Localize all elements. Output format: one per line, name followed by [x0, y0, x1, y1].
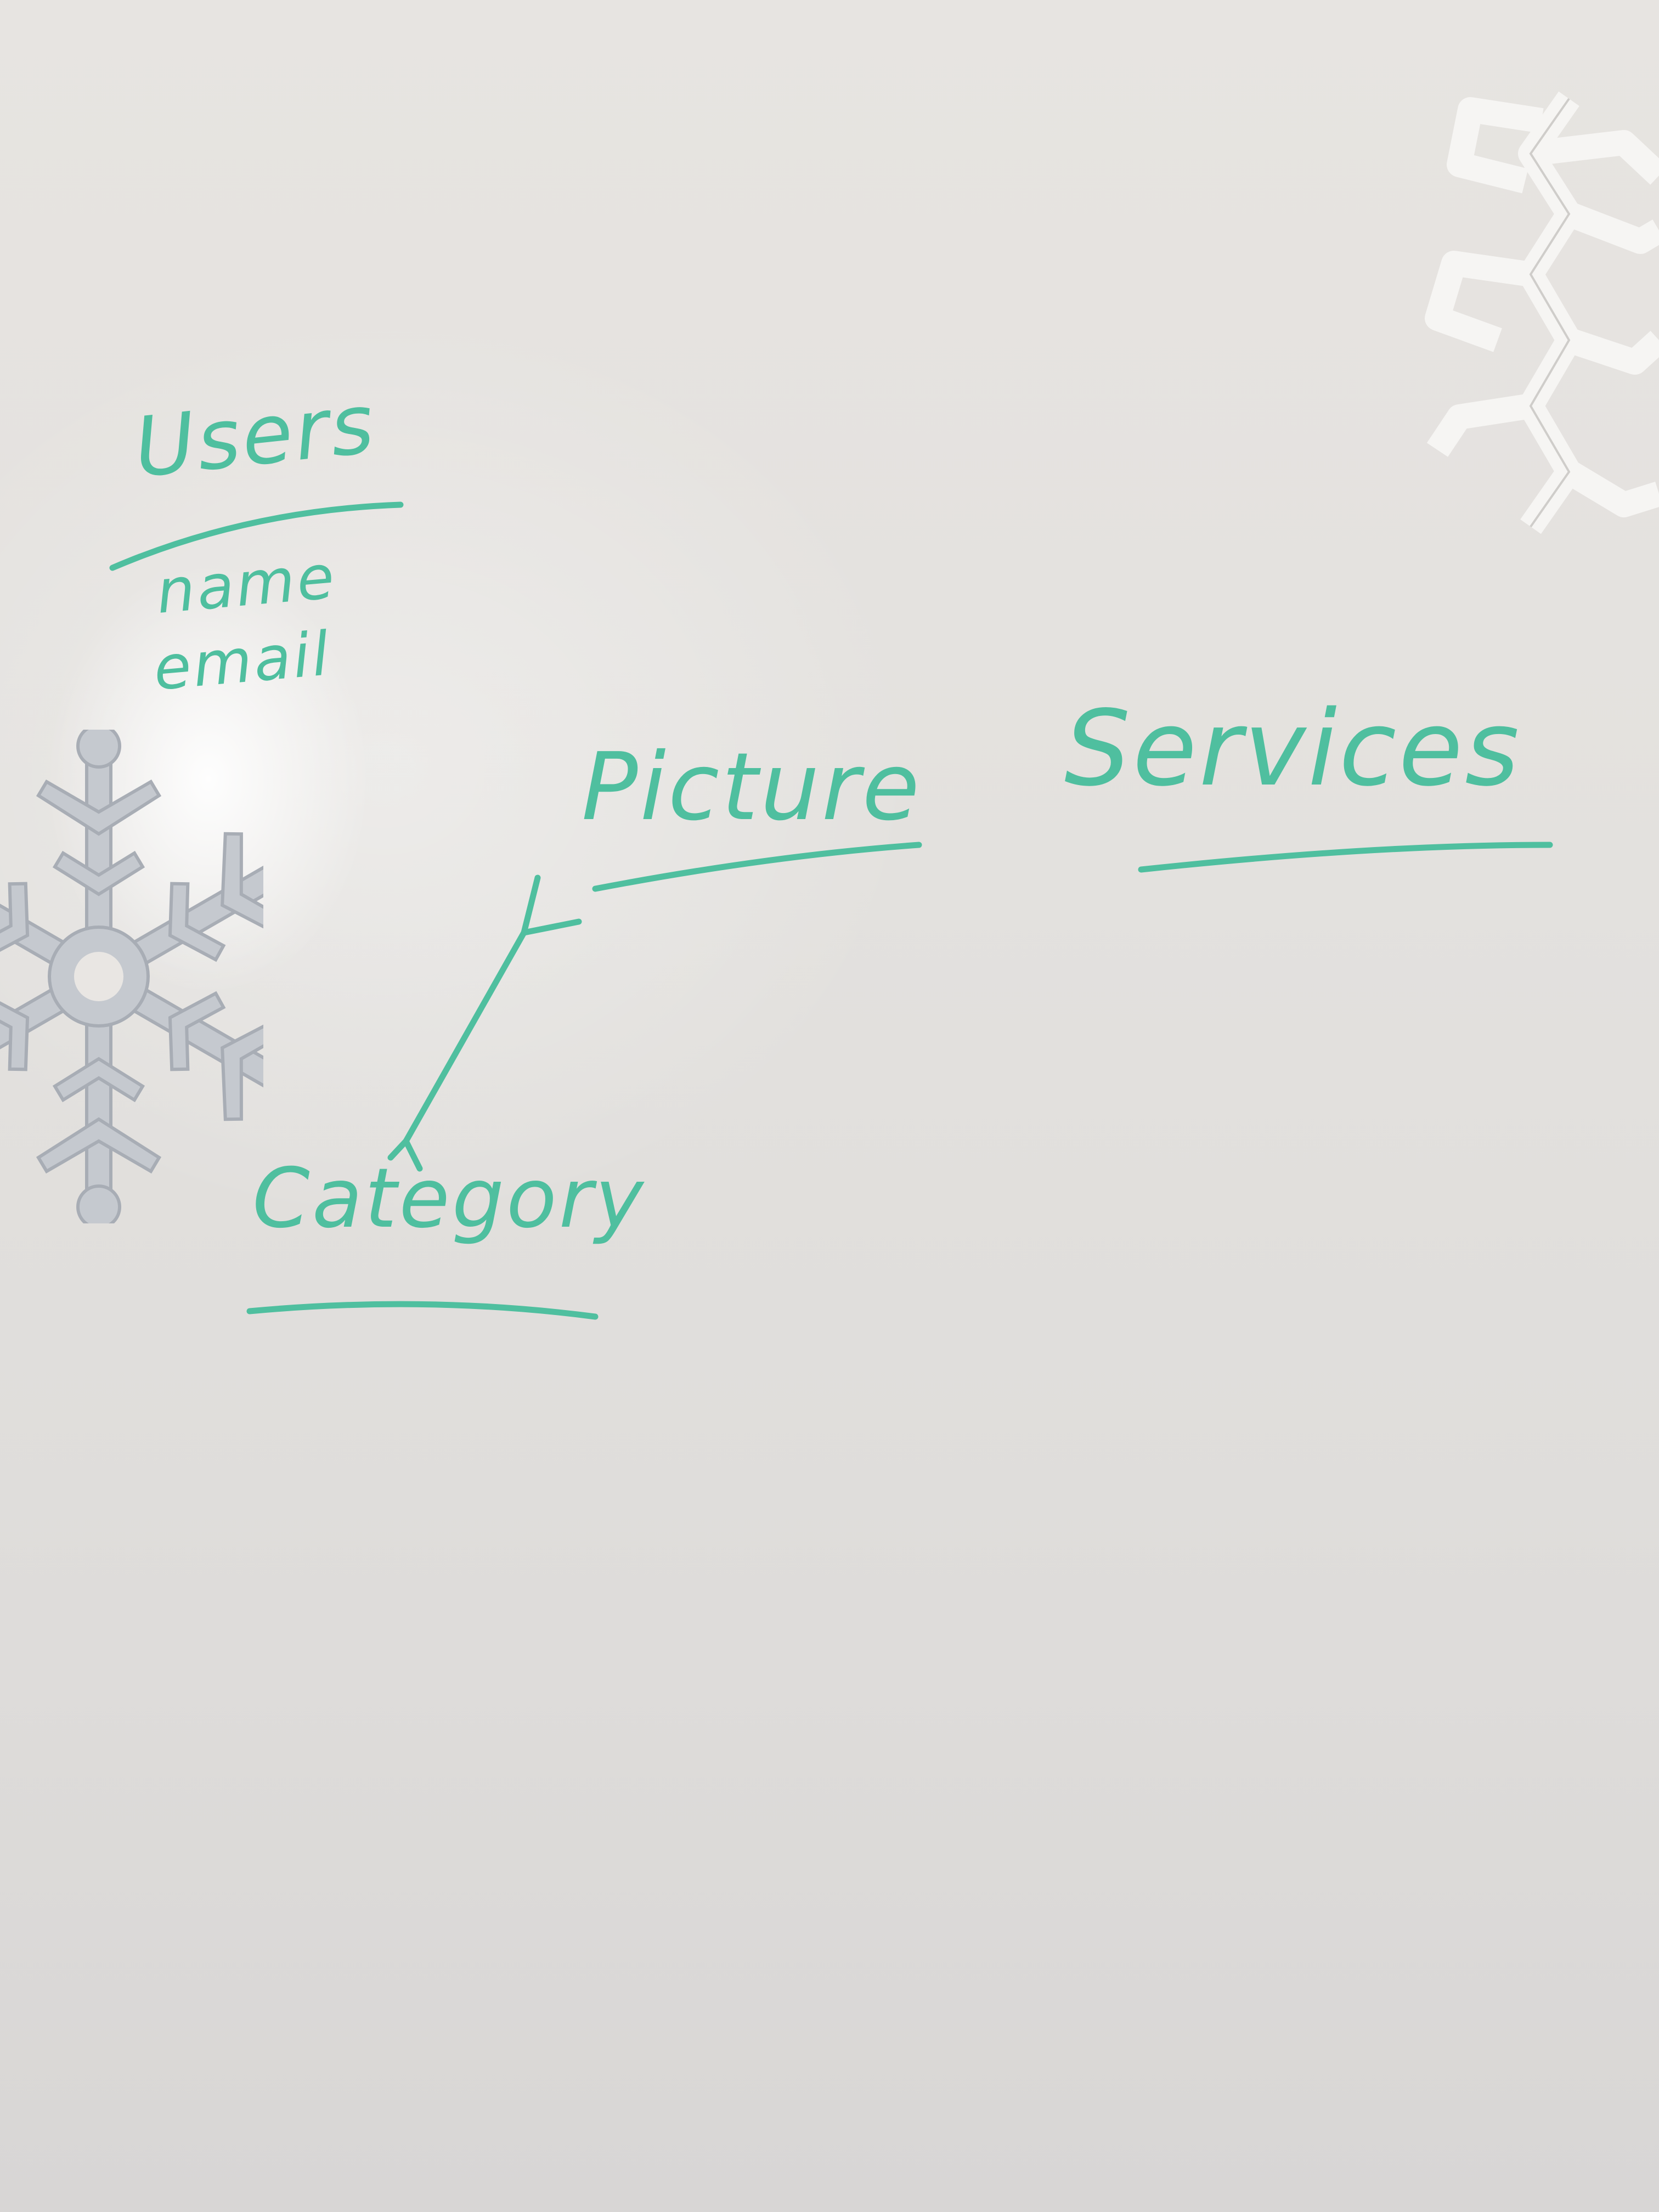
users-field-email: email	[151, 618, 334, 704]
entity-users-title: Users	[130, 376, 380, 496]
snowflake-silver-icon	[0, 730, 263, 1223]
relation-line	[403, 929, 527, 1144]
services-underline	[1138, 842, 1553, 873]
users-field-name: name	[154, 541, 339, 628]
arrowhead-picture	[521, 874, 582, 936]
arrowhead-category	[387, 1138, 423, 1172]
category-underline	[246, 1301, 599, 1320]
entity-picture-title: Picture	[582, 733, 922, 842]
picture-underline	[592, 842, 922, 892]
users-underline	[109, 501, 404, 571]
entity-category-title: Category	[252, 1151, 646, 1246]
snowflake-paper-icon	[1425, 91, 1659, 534]
entity-services-title: Services	[1064, 688, 1522, 809]
